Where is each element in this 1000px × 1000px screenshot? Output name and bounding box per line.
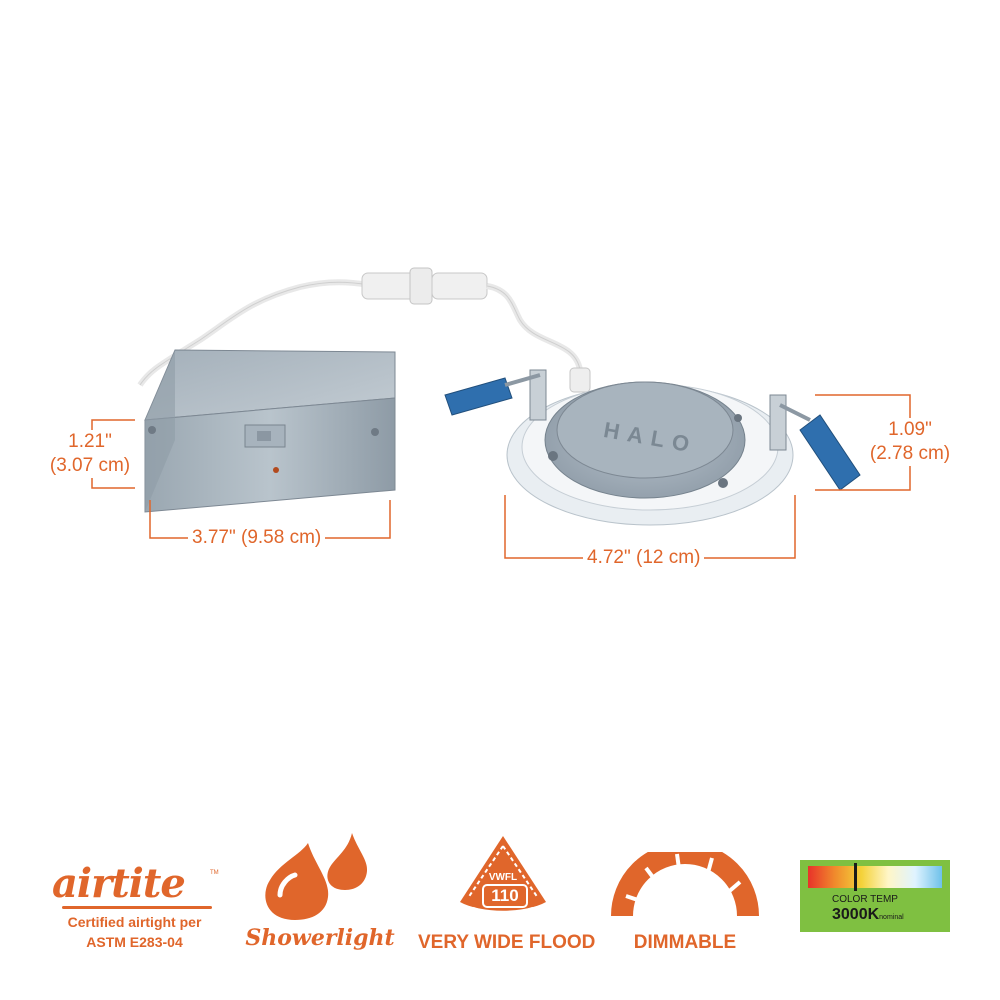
box-height-cm: (3.07 cm) — [40, 453, 140, 478]
color-temp-value-row: 3000Knominal — [832, 906, 904, 924]
color-temp-badge: COLOR TEMP 3000Knominal — [800, 860, 950, 932]
airtite-line2: ASTM E283-04 — [86, 934, 183, 951]
feature-very-wide-flood: VWFL 110 VERY WIDE FLOOD — [418, 832, 596, 962]
junction-box — [144, 349, 396, 513]
beam-angle-value: 110 — [482, 884, 528, 908]
showerlight-label: Showerlight — [245, 925, 395, 951]
right-spring-clip — [769, 394, 861, 491]
box-height-label: 1.21" (3.07 cm) — [40, 430, 140, 478]
vwfl-tag: VWFL — [488, 872, 518, 883]
airtite-wordmark: airtite — [52, 860, 186, 907]
airtite-swoosh — [62, 906, 212, 909]
light-height-inches: 1.09" — [855, 418, 965, 442]
airtite-line1: Certified airtight per — [67, 914, 202, 930]
downlight-fixture: HALO — [444, 369, 861, 526]
color-temp-heading: COLOR TEMP — [832, 894, 898, 905]
feature-showerlight: Showerlight — [240, 825, 400, 965]
beam-spread-icon — [460, 836, 546, 914]
water-drops-icon — [265, 833, 368, 920]
airtite-trademark: TM — [210, 870, 219, 876]
color-temp-spectrum — [808, 866, 942, 888]
box-height-inches: 1.21" — [40, 430, 140, 454]
dimmer-arc-icon — [611, 852, 759, 917]
light-height-cm: (2.78 cm) — [855, 441, 965, 466]
airtite-logo: airtite — [52, 860, 186, 907]
color-temp-marker — [854, 863, 857, 891]
color-temp-value: 3000K — [832, 906, 880, 923]
light-diameter-label: 4.72" (12 cm) — [583, 547, 705, 570]
product-illustration: HALO — [91, 267, 911, 559]
left-spring-clip — [444, 369, 547, 421]
box-width-label: 3.77" (9.58 cm) — [188, 527, 326, 550]
airtite-caption: Certified airtight per ASTM E283-04 — [42, 912, 227, 953]
light-height-label: 1.09" (2.78 cm) — [855, 418, 965, 466]
color-temp-nominal: nominal — [879, 914, 904, 921]
feature-dimmable: DIMMABLE — [610, 852, 760, 962]
very-wide-flood-label: VERY WIDE FLOOD — [418, 932, 596, 953]
power-cable — [137, 267, 591, 393]
dimmable-label: DIMMABLE — [633, 932, 737, 953]
feature-airtite: airtite TM Certified airtight per ASTM E… — [42, 860, 227, 970]
